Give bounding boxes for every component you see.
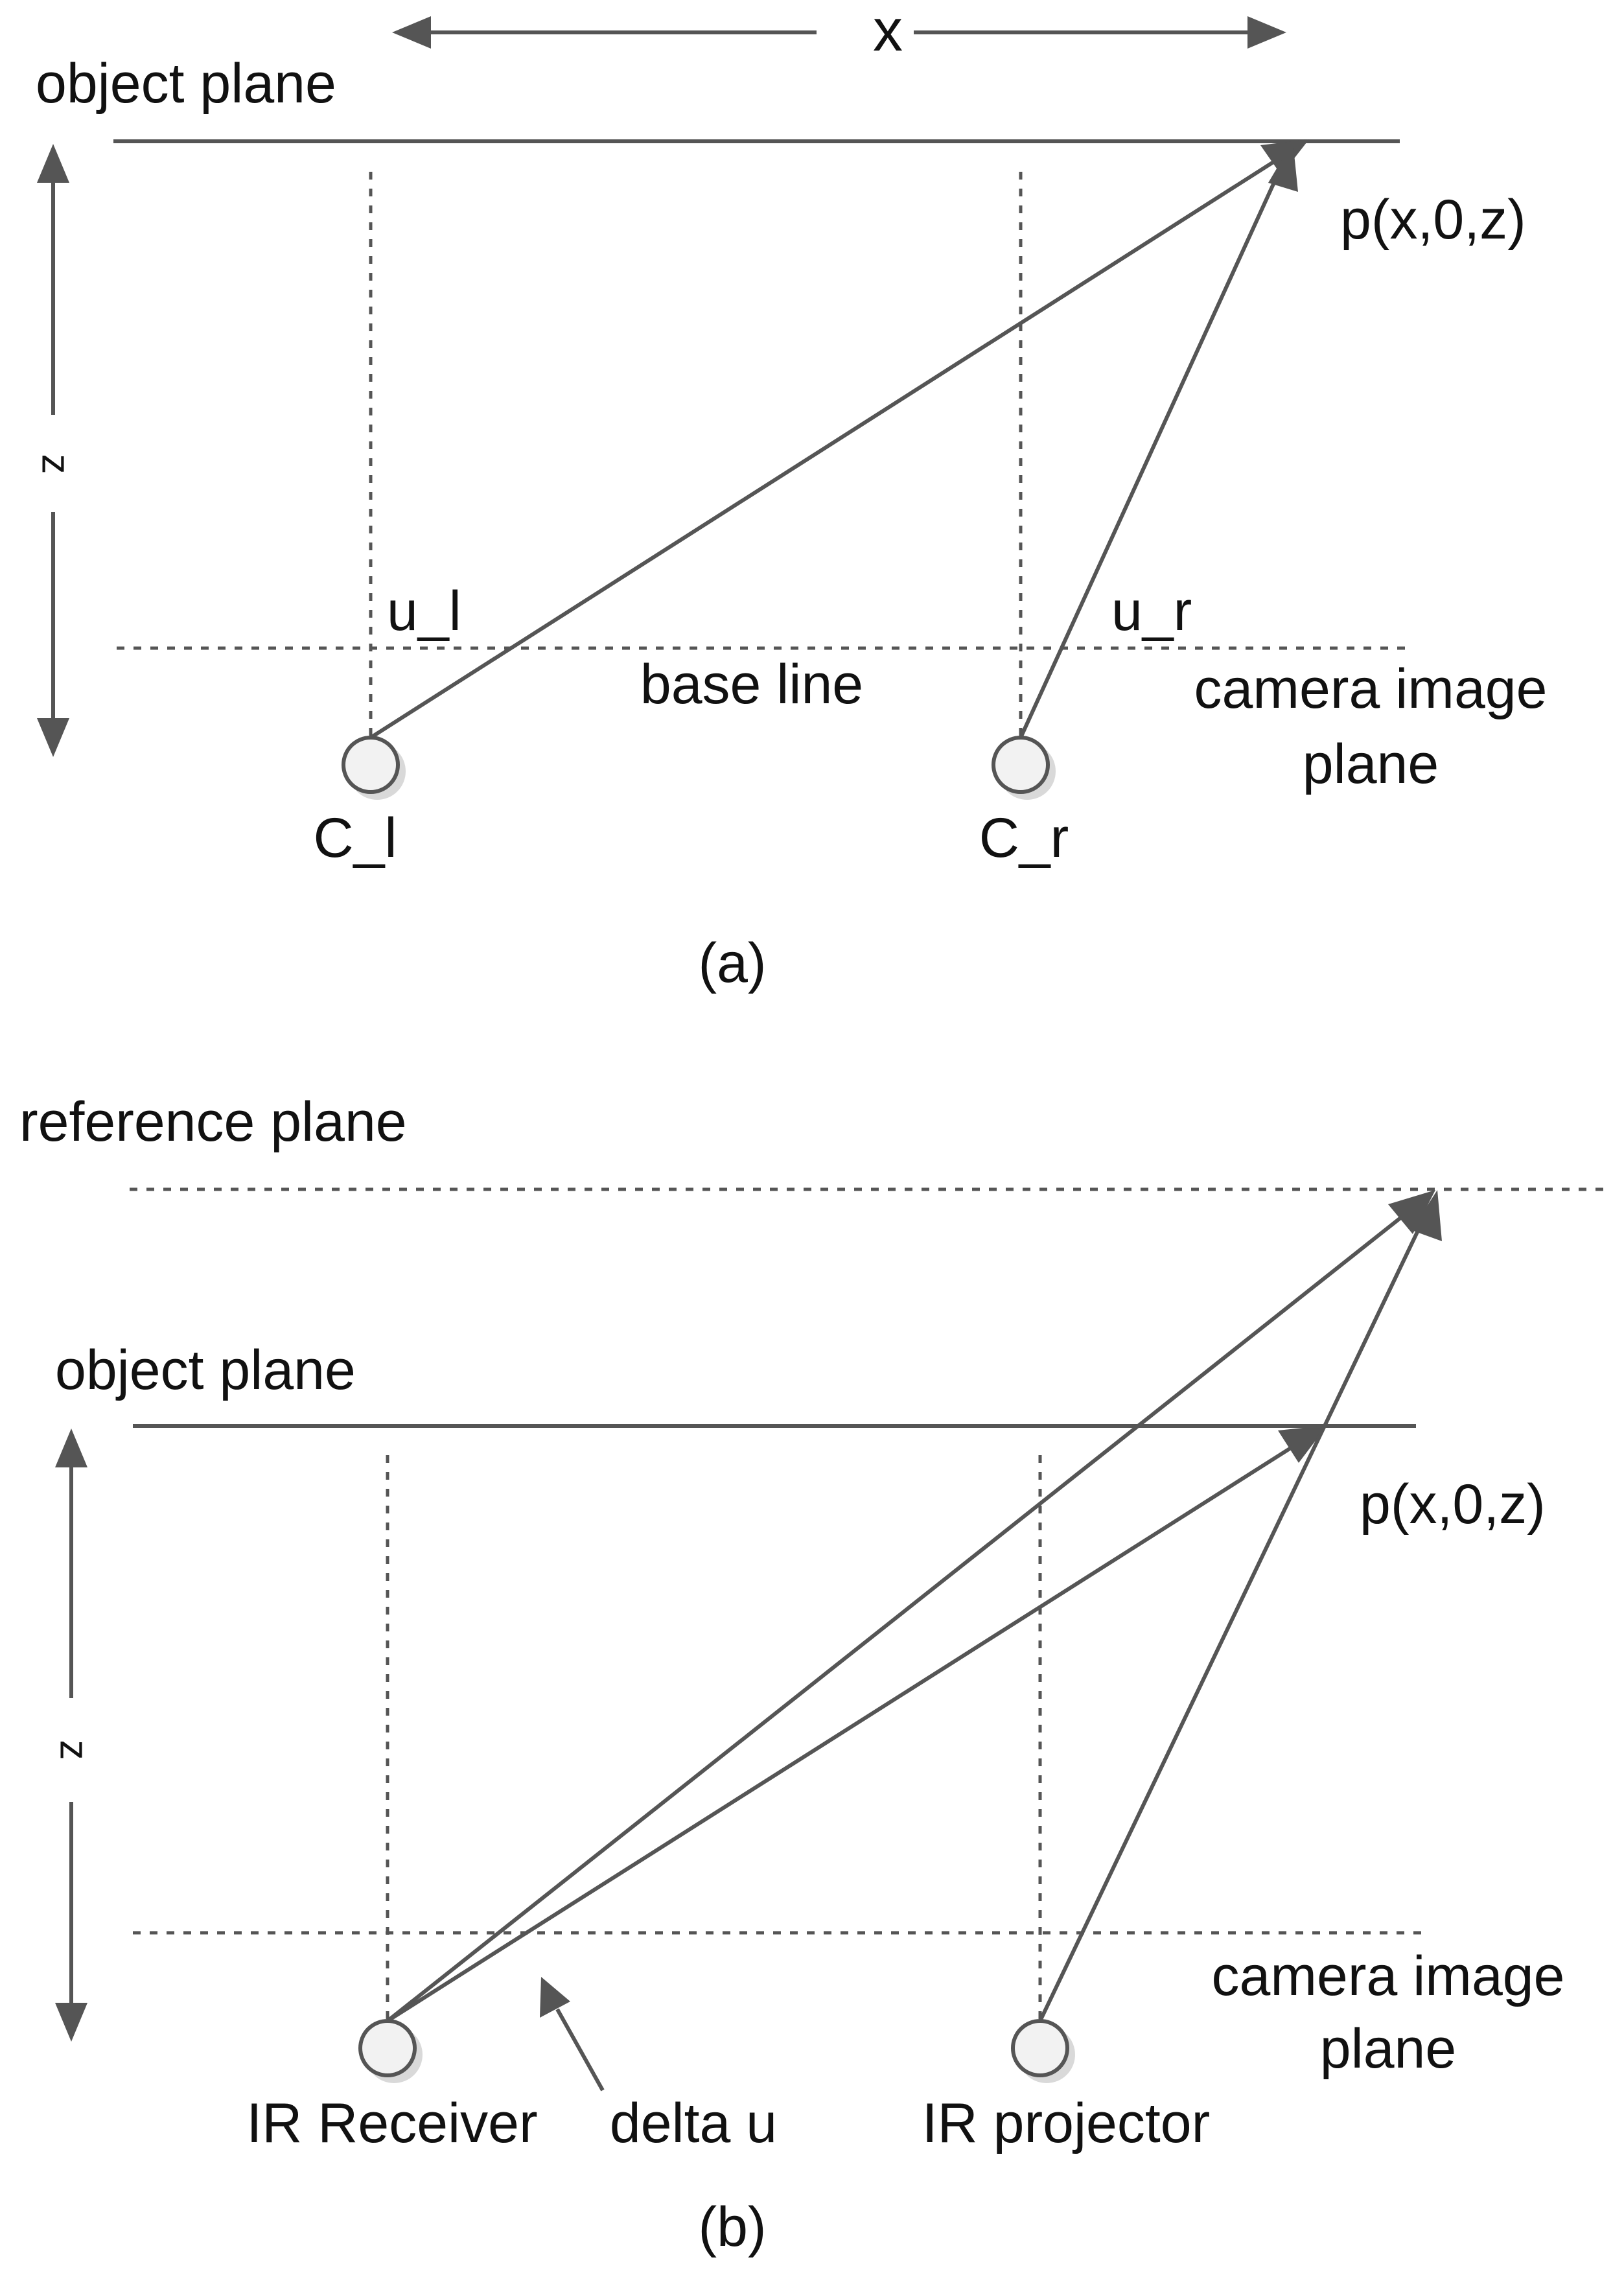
ir-projector-icon <box>1011 2019 1075 2083</box>
left-camera-icon <box>342 736 406 800</box>
u-right-label: u_r <box>1111 580 1192 642</box>
image-plane-label-line2: plane <box>1303 733 1439 795</box>
u-left-label: u_l <box>387 580 461 642</box>
left-camera-label: C_l <box>313 807 397 869</box>
right-camera-icon <box>992 736 1056 800</box>
right-ray <box>1019 169 1282 739</box>
z-axis-arrow <box>37 144 69 757</box>
receiver-to-reference-head <box>1388 1190 1435 1234</box>
image-plane-label-line1: camera image <box>1212 1945 1565 2007</box>
panel-a: x object plane z p(x,0,z) u_l u_r base l… <box>34 0 1548 994</box>
object-plane-label: object plane <box>36 52 336 115</box>
ir-projector-label: IR projector <box>922 2092 1211 2154</box>
z-axis-label: z <box>52 1740 97 1760</box>
base-line-label: base line <box>640 653 863 716</box>
ir-receiver-icon <box>358 2019 423 2083</box>
left-ray <box>369 160 1275 740</box>
image-plane-label-line2: plane <box>1320 2018 1456 2080</box>
object-plane-label: object plane <box>55 1339 356 1401</box>
delta-u-pointer <box>555 2008 605 2092</box>
point-label: p(x,0,z) <box>1340 189 1526 251</box>
x-dimension-arrow <box>392 16 1286 49</box>
receiver-to-reference-ray <box>386 1211 1408 2023</box>
projector-ray-head <box>1411 1190 1442 1241</box>
right-camera-label: C_r <box>979 807 1069 869</box>
ir-receiver-label: IR Receiver <box>246 2092 537 2154</box>
delta-u-label: delta u <box>610 2092 777 2154</box>
x-axis-label: x <box>873 0 903 64</box>
receiver-to-object-ray <box>386 1445 1294 2023</box>
z-axis-arrow <box>55 1429 87 2042</box>
point-label: p(x,0,z) <box>1360 1473 1546 1535</box>
projector-ray <box>1038 1217 1426 2022</box>
panel-b-label: (b) <box>698 2196 766 2258</box>
right-ray-head <box>1268 141 1298 192</box>
panel-b: reference plane object plane z p(x,0,z) … <box>19 1091 1607 2258</box>
image-plane-label-line1: camera image <box>1194 658 1548 720</box>
delta-u-pointer-head <box>540 1977 570 2018</box>
panel-a-label: (a) <box>698 932 766 994</box>
z-axis-label: z <box>34 454 78 474</box>
receiver-to-object-head <box>1278 1425 1327 1463</box>
reference-plane-label: reference plane <box>19 1091 407 1153</box>
